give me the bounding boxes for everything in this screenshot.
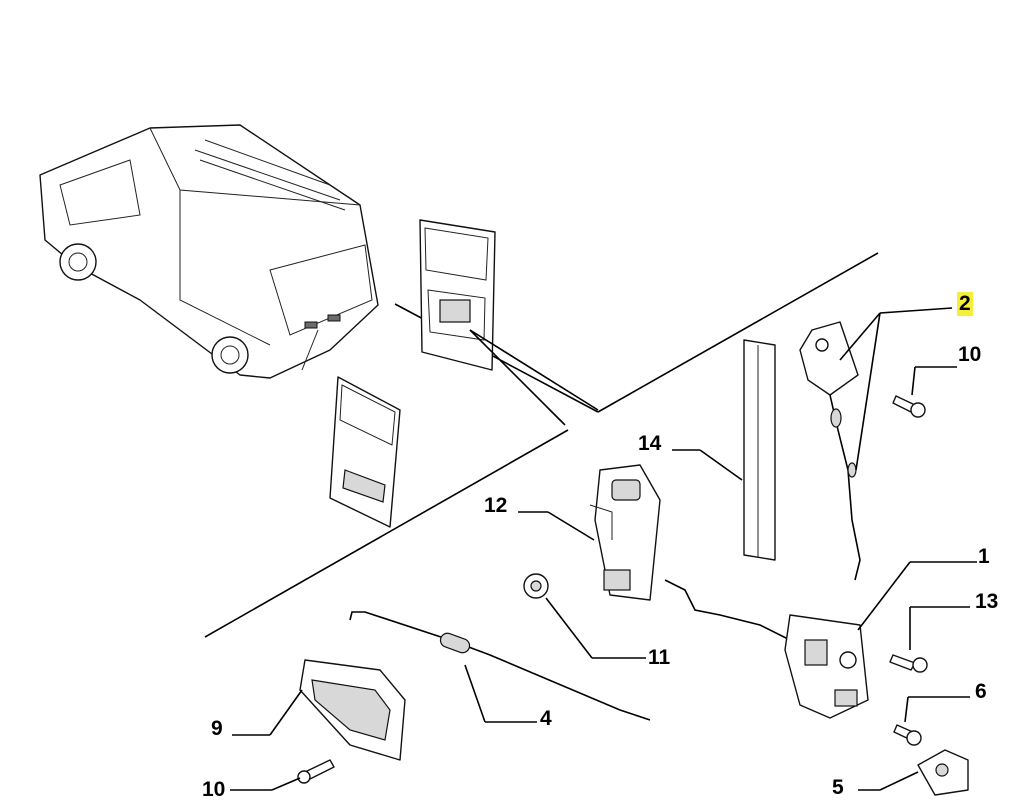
callout-12: 12	[484, 494, 508, 517]
part-10-bolt-top	[892, 395, 926, 418]
leader-11	[545, 597, 593, 659]
part-14-weatherstrip	[743, 339, 776, 561]
part-4-rod	[349, 611, 651, 721]
callout-4: 4	[540, 707, 552, 730]
leader-10b-b	[271, 777, 301, 791]
leader-10a-b	[911, 366, 916, 396]
leader-2b	[839, 312, 881, 361]
part-1-lock-mechanism	[664, 579, 869, 719]
leader-9b	[269, 689, 303, 736]
leader-2a	[879, 307, 953, 314]
leader-2c	[855, 312, 881, 471]
part-9-outside-handle	[299, 659, 406, 761]
leader-6b	[904, 696, 909, 723]
van-illustration	[39, 124, 379, 379]
callout-10-bottom: 10	[202, 778, 226, 801]
part-10-screw-bottom	[297, 759, 335, 784]
callout-9: 9	[211, 717, 223, 740]
callout-6: 6	[975, 680, 987, 703]
rear-door-view	[419, 219, 599, 426]
leader-5b	[879, 771, 919, 791]
callout-10-top: 10	[958, 343, 982, 366]
part-5-striker	[917, 749, 969, 796]
part-2-lock-cable	[799, 321, 861, 581]
callout-5: 5	[832, 776, 844, 799]
callout-2: 2	[957, 292, 973, 316]
part-13-bolt	[889, 654, 928, 673]
callout-14: 14	[638, 432, 662, 455]
divider-line-upper	[597, 252, 879, 413]
leader-1b	[857, 561, 911, 631]
divider-line-lower	[204, 429, 569, 638]
callout-11: 11	[648, 646, 671, 669]
part-12-handle-bracket	[589, 464, 661, 601]
leader-4b	[464, 664, 486, 723]
part-6-bolt	[893, 724, 922, 746]
door-panel	[329, 376, 401, 528]
callout-1: 1	[978, 545, 990, 568]
leader-12b	[547, 511, 595, 541]
part-11-nut	[523, 573, 549, 599]
leader-14b	[699, 449, 743, 481]
callout-13: 13	[975, 590, 999, 613]
